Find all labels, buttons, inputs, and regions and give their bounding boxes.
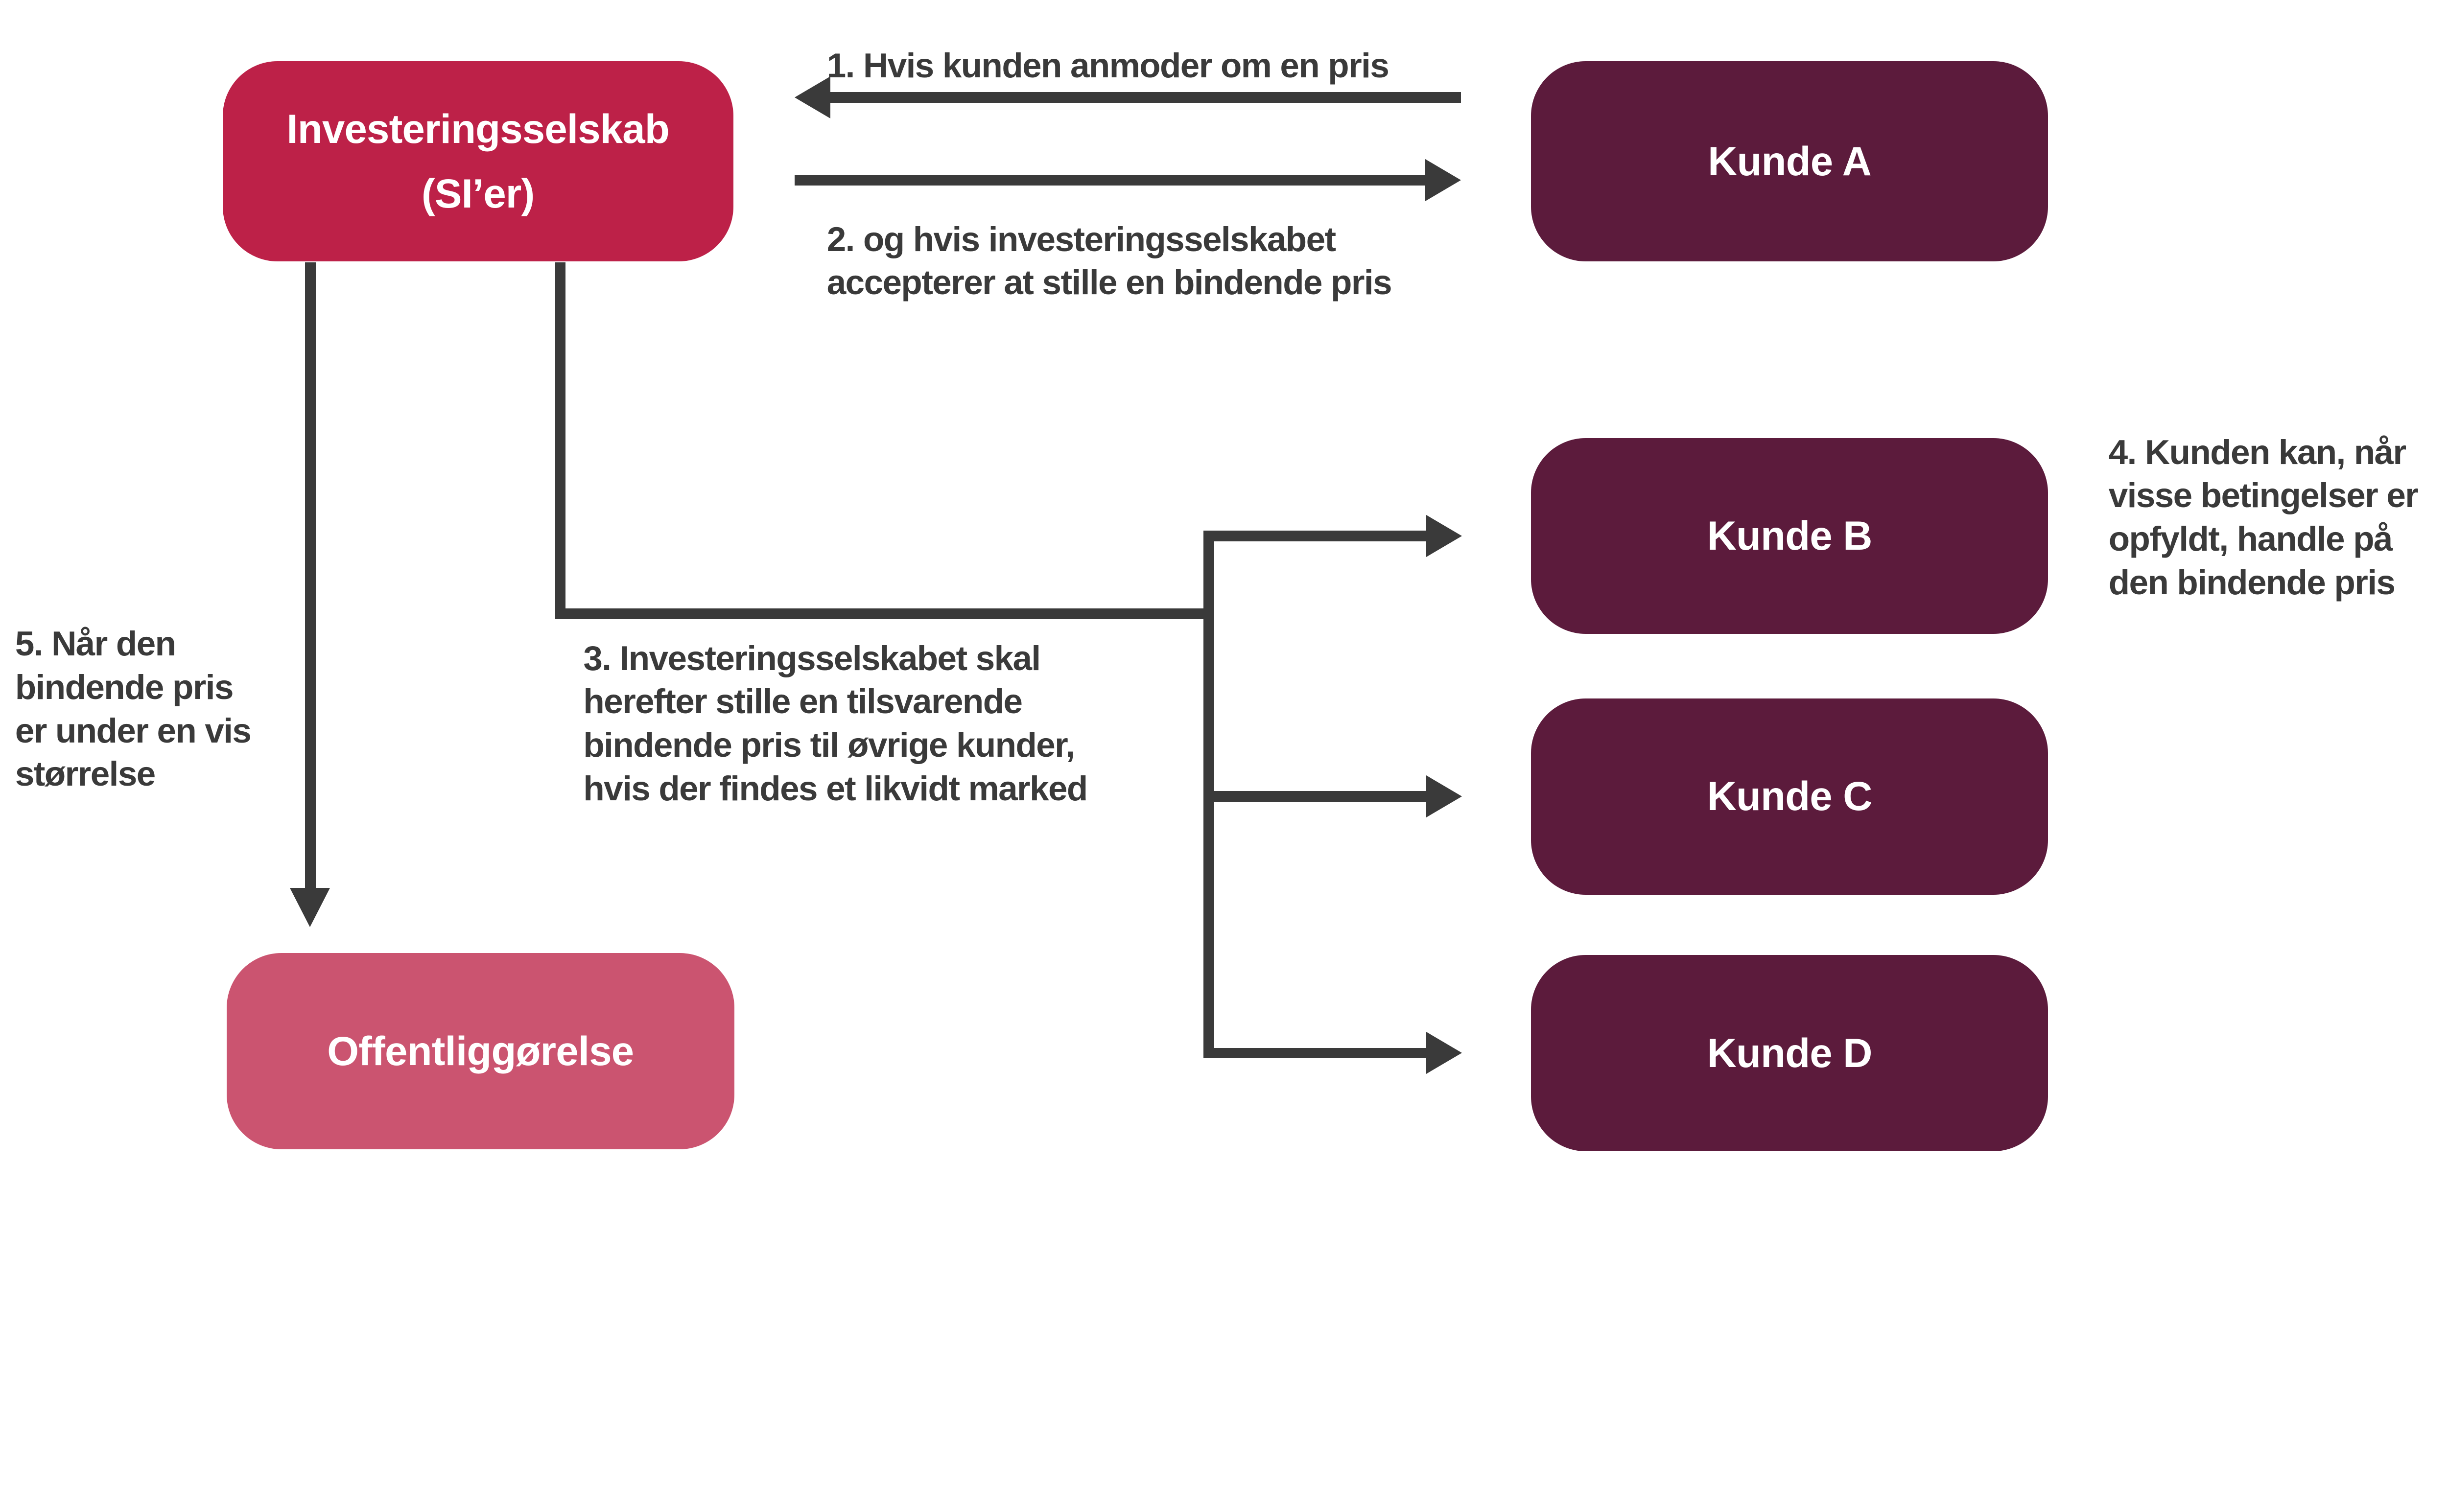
step1-arrow-shaft xyxy=(830,92,1461,103)
annotation-line: 2. og hvis investeringsselskabet xyxy=(826,220,1336,259)
annotation-line: den bindende pris xyxy=(2108,563,2396,602)
customer-d-node: Kunde D xyxy=(1530,954,2048,1151)
annotation-step2: 2. og hvis investeringsselskabet accepte… xyxy=(826,218,1392,305)
customer-a-label: Kunde A xyxy=(1708,138,1872,184)
annotation-line: 3. Investeringsselskabet skal xyxy=(583,639,1041,678)
arrow-down-icon xyxy=(290,887,330,927)
arrow-right-icon xyxy=(1426,1032,1462,1074)
annotation-line: herefter stille en tilsvarende xyxy=(583,682,1023,721)
annotation-line: bindende pris til øvrige kunder, xyxy=(583,726,1075,765)
arrow-right-icon xyxy=(1426,514,1462,557)
customer-b-node: Kunde B xyxy=(1530,438,2048,634)
investment-firm-label-line1: Investeringsselskab xyxy=(286,106,670,152)
step3-horizontal-line xyxy=(555,608,1214,619)
publication-label: Offentliggørelse xyxy=(327,1028,634,1074)
annotation-line: 5. Når den xyxy=(15,625,176,664)
arrow-left-icon xyxy=(795,76,831,118)
annotation-line: er under en vis xyxy=(15,711,252,750)
annotation-line: bindende pris xyxy=(15,668,234,707)
annotation-line: opfyldt, handle på xyxy=(2108,519,2393,558)
annotation-step4: 4. Kunden kan, når visse betingelser er … xyxy=(2108,431,2419,605)
annotation-line: visse betingelser er xyxy=(2108,476,2419,515)
branch-arrow-b-shaft xyxy=(1203,531,1427,541)
arrow-right-icon xyxy=(1426,775,1462,817)
customer-d-label: Kunde D xyxy=(1707,1030,1873,1076)
step3-elbow-vertical-line xyxy=(555,262,566,619)
customer-c-label: Kunde C xyxy=(1707,773,1873,819)
customer-a-node: Kunde A xyxy=(1530,61,2048,262)
customer-c-node: Kunde C xyxy=(1530,698,2048,895)
arrow-right-icon xyxy=(1425,159,1461,202)
step2-arrow-shaft xyxy=(795,175,1425,186)
annotation-line: accepterer at stille en bindende pris xyxy=(826,263,1392,302)
investment-firm-node: Investeringsselskab (SI’er) xyxy=(222,61,733,262)
publication-node: Offentliggørelse xyxy=(226,953,734,1150)
annotation-step1: 1. Hvis kunden anmoder om en pris xyxy=(827,45,1389,88)
annotation-line: 4. Kunden kan, når xyxy=(2108,433,2406,472)
annotation-line: 1. Hvis kunden anmoder om en pris xyxy=(826,46,1389,85)
branch-arrow-c-shaft xyxy=(1203,791,1427,802)
customer-b-label: Kunde B xyxy=(1707,513,1873,559)
step5-arrow-shaft xyxy=(305,262,316,888)
investment-firm-label-line2: (SI’er) xyxy=(421,170,535,216)
flow-diagram: Investeringsselskab (SI’er) Kunde A Kund… xyxy=(15,45,2419,1151)
annotation-step5: 5. Når den bindende pris er under en vis… xyxy=(15,623,252,796)
annotation-line: størrelse xyxy=(15,755,156,794)
annotation-line: hvis der findes et likvidt marked xyxy=(583,769,1088,808)
branch-arrow-d-shaft xyxy=(1203,1047,1427,1059)
annotation-step3: 3. Investeringsselskabet skal herefter s… xyxy=(583,637,1088,811)
